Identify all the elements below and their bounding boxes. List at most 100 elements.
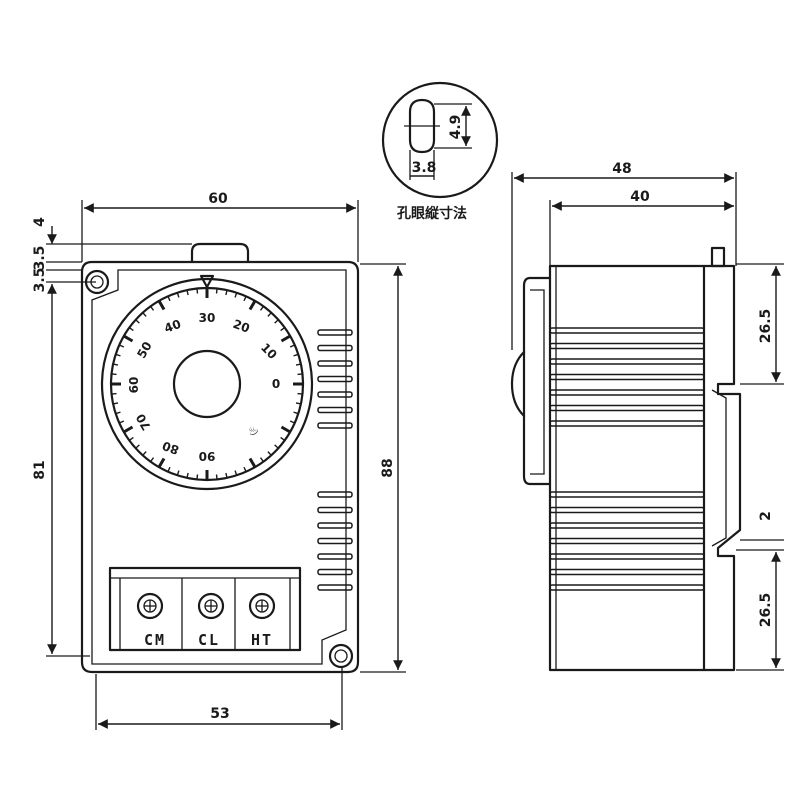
terminal-screw-ht — [248, 592, 276, 620]
dial-tick — [135, 319, 140, 324]
terminal-screw-cl — [197, 592, 225, 620]
side-vent-slot — [549, 342, 705, 350]
side-vent-slot — [549, 420, 705, 427]
dim-label-26-5-upper: 26.5 — [758, 309, 774, 344]
dial-label-20: 20 — [231, 317, 251, 336]
dial-tick — [274, 319, 279, 324]
dim-label-3-8: 3.8 — [412, 160, 437, 176]
front-vent-slot — [317, 522, 353, 529]
dial-tick — [248, 457, 257, 468]
side-dial-protrusion — [522, 276, 552, 486]
front-vent-slot — [317, 553, 353, 560]
front-vent-slot — [317, 506, 353, 514]
dial-tick — [243, 296, 247, 302]
dial-tick — [142, 312, 147, 317]
side-vent-slot — [549, 358, 705, 365]
dim-label-60: 60 — [208, 191, 228, 207]
dial-tick — [157, 457, 166, 468]
dial-tick — [234, 292, 238, 298]
front-vent-slot — [317, 360, 353, 367]
side-dial-protrusion-inner — [530, 289, 545, 475]
front-vents-upper — [317, 329, 353, 429]
dial-tick — [274, 444, 279, 449]
dial-tick — [289, 420, 295, 424]
front-vent-slot — [317, 584, 353, 591]
front-vent-slot — [317, 344, 353, 352]
side-vent-slot — [549, 553, 705, 560]
dial-label-30: 30 — [199, 311, 216, 325]
side-knob — [510, 350, 526, 418]
dim-label-4: 4 — [32, 217, 48, 227]
front-view: 30 20 10 0 40 50 60 70 80 90 ♨ C — [32, 191, 406, 730]
oval-hole — [408, 98, 436, 154]
dial-tick — [123, 334, 134, 343]
dial-label-80: 80 — [160, 438, 180, 457]
dial-tick — [196, 288, 199, 294]
mount-hole-bottom-right — [328, 643, 354, 669]
dial-tick — [248, 300, 257, 311]
side-vent-slot — [549, 404, 705, 412]
dim-label-88: 88 — [380, 458, 396, 477]
front-body-inner-outline — [91, 269, 347, 665]
front-vent-slot — [317, 406, 353, 414]
side-body — [548, 264, 706, 672]
side-top-tab — [710, 246, 726, 268]
dial-tick — [225, 472, 228, 479]
dial-tick — [289, 344, 295, 348]
front-vent-slot — [317, 537, 353, 545]
dial-tick — [167, 296, 171, 302]
top-hanger-tab — [190, 242, 250, 264]
dial-tick — [111, 373, 117, 376]
dial-knob — [172, 349, 242, 419]
front-vents-lower — [317, 491, 353, 591]
front-vent-slot — [317, 329, 353, 336]
dial-tick — [280, 436, 286, 441]
dial-tick — [112, 402, 119, 405]
dial-tick — [186, 289, 189, 296]
dial-tick — [142, 451, 147, 456]
terminal-label-ht: HT — [251, 631, 273, 649]
front-vent-slot — [317, 391, 353, 398]
dial-tick — [167, 466, 171, 472]
dial-tick — [115, 353, 121, 357]
dial-tick — [215, 474, 218, 480]
hole-caption: 孔眼縦寸法 — [397, 205, 467, 222]
front-vent-slot — [317, 568, 353, 576]
dim-label-3-5-a: 3.5 — [32, 246, 48, 271]
dial-tick — [150, 457, 155, 463]
front-vent-slot — [317, 491, 353, 498]
dial-tick — [128, 436, 134, 441]
dial-pointer-triangle — [199, 274, 215, 289]
hole-detail-circle — [381, 81, 499, 199]
dial-tick — [176, 470, 180, 476]
dial-tick — [234, 470, 238, 476]
dim-label-2: 2 — [758, 511, 774, 521]
dial-outer-ring — [100, 277, 314, 491]
dial-tick — [295, 402, 302, 405]
dial-label-10: 10 — [258, 340, 280, 362]
dial-tick — [215, 288, 218, 294]
dial-label-0: 0 — [272, 377, 280, 391]
dial-tick — [186, 472, 189, 479]
dial-tick — [259, 305, 264, 311]
dial-tick — [119, 420, 125, 424]
front-vent-slot — [317, 422, 353, 429]
dim-label-48: 48 — [612, 161, 631, 177]
side-vent-slot — [549, 584, 705, 591]
dial-label-90: 90 — [199, 449, 216, 463]
dial-tick — [267, 451, 272, 456]
terminal-block-outline — [108, 566, 302, 652]
front-vent-slot — [317, 375, 353, 383]
dial-tick — [150, 305, 155, 311]
din-clip-spring — [711, 389, 727, 547]
dial-heat-symbol: ♨ — [245, 422, 261, 440]
dial-ticks — [111, 288, 303, 480]
dial-tick — [119, 344, 125, 348]
dial-tick — [267, 312, 272, 317]
dial-label-70: 70 — [133, 411, 153, 432]
dim-label-26-5-lower: 26.5 — [758, 593, 774, 628]
mount-hole-bottom-right-inner — [334, 649, 348, 663]
dial-tick — [293, 411, 299, 415]
